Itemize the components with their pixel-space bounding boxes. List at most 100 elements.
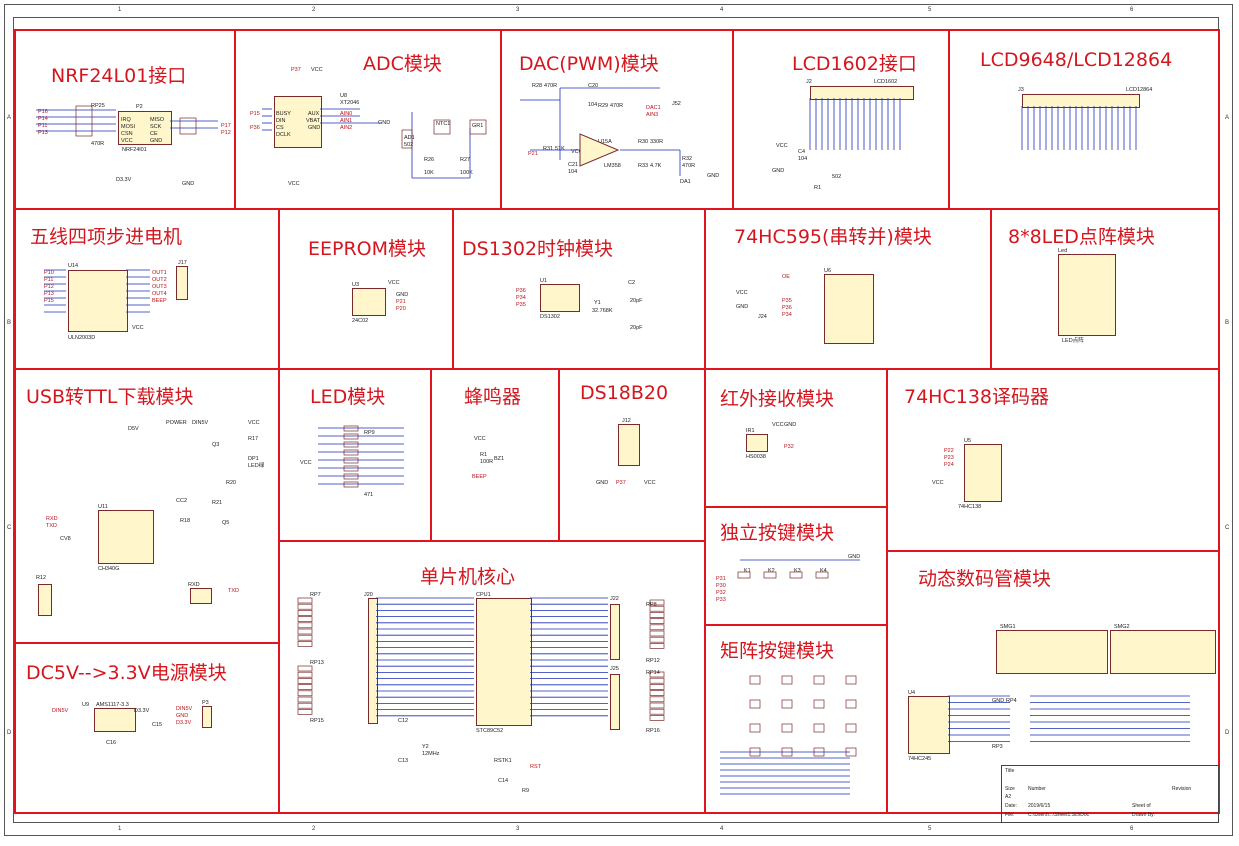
- key-p31: P31: [716, 576, 726, 582]
- core-j25-connector: [610, 674, 620, 730]
- tb-number: Number: [1028, 786, 1046, 792]
- dac-r30-val: 330R: [650, 139, 664, 145]
- core-chip: STC89C52: [476, 728, 504, 734]
- buzzer-ref: BZ1: [494, 456, 505, 462]
- col-marker-5: 5: [928, 7, 932, 13]
- led-resistor: [343, 457, 359, 464]
- block-title-core: 单片机核心: [420, 566, 516, 588]
- hc595-j24: J24: [758, 314, 767, 320]
- key-switch: [789, 571, 803, 579]
- core-rp14-res: [649, 684, 665, 690]
- nrf-resistor-pack: [75, 105, 93, 137]
- block-title-matkeys: 矩阵按键模块: [720, 640, 835, 662]
- usb-cv8: CV8: [60, 536, 71, 542]
- block-title-hc138: 74HC138译码器: [904, 386, 1049, 408]
- usb-r17: R17: [248, 436, 259, 442]
- core-rp14-res: [649, 671, 665, 678]
- usb-p5-connector: [190, 588, 212, 604]
- nrf-irq: IRQ: [121, 117, 131, 123]
- stepper-p12: P12: [44, 284, 54, 290]
- usb-q3: Q3: [212, 442, 220, 448]
- dac-c21-val: 104: [568, 169, 578, 175]
- dac-r32-val: 470R: [682, 163, 696, 169]
- row-marker-c: C: [7, 525, 12, 531]
- block-power: DC5V-->3.3V电源模块 U9 AMS1117-3.3 DIN5V D3.…: [14, 642, 280, 814]
- chip-ch340g: [98, 510, 154, 564]
- core-j22-connector: [610, 604, 620, 660]
- ds18b20-p37: P37: [616, 480, 626, 486]
- key-k3: K3: [794, 568, 801, 574]
- core-j20-connector: [368, 598, 378, 724]
- ds1302-c2: C2: [628, 280, 636, 286]
- stepper-out4-net: OUT4: [152, 291, 167, 297]
- adc-ntc: [433, 119, 451, 135]
- matrix-key: [749, 699, 761, 709]
- col-marker-2-bottom: 2: [312, 826, 316, 832]
- tb-revision: Revision: [1172, 786, 1192, 792]
- ds1302-chip: DS1302: [540, 314, 560, 320]
- dac-c20: C20: [588, 83, 599, 89]
- tb-file-val: C:\Users\...\Sheet1.SchDoc: [1028, 812, 1090, 818]
- nrf-pin-p11: P11: [38, 123, 48, 129]
- adc-ntc1: NTC1: [436, 121, 451, 127]
- led-rp9: RP9: [364, 430, 375, 436]
- opamp-symbol: [579, 133, 620, 167]
- usb-cc2: CC2: [176, 498, 188, 504]
- ds1302-ref: U1: [540, 278, 548, 284]
- usb-q5: Q5: [222, 520, 230, 526]
- block-title-seg: 动态数码管模块: [918, 568, 1052, 590]
- usb-r20: R20: [226, 480, 237, 486]
- nrf-pin-p16: P16: [38, 109, 48, 115]
- dac-r29: R29: [598, 103, 609, 109]
- led-resistor: [343, 465, 359, 472]
- core-rstk1: RSTK1: [494, 758, 512, 764]
- key-gnd: GND: [848, 554, 861, 560]
- hc138-p22: P22: [944, 448, 954, 454]
- adc-ain0: AIN0: [340, 111, 353, 117]
- core-rp7: RP7: [310, 592, 321, 598]
- usb-d5v: D5V: [128, 426, 139, 432]
- matrix-key: [781, 699, 793, 709]
- block-title-lcd12864: LCD9648/LCD12864: [980, 49, 1173, 71]
- chip-ams1117: [94, 708, 136, 732]
- buzzer-100r: 100R: [480, 459, 494, 465]
- ir-hs0038: HS0038: [746, 454, 766, 460]
- dac-r32: R32: [682, 156, 693, 162]
- chip-74hc138: [964, 444, 1002, 502]
- adc-100k: 100K: [460, 170, 473, 176]
- matrix-key: [845, 675, 857, 685]
- chip-nrf24l01: [118, 111, 172, 145]
- col-marker-4-bottom: 4: [720, 826, 724, 832]
- adc-pot: [401, 129, 413, 149]
- power-d33v: D3.3V: [134, 708, 150, 714]
- core-rp8-res: [649, 612, 665, 618]
- block-title-eeprom: EEPROM模块: [308, 238, 427, 260]
- tb-date-val: 2019/6/15: [1028, 803, 1051, 809]
- chip-74hc595: [824, 274, 874, 344]
- dac-p21: P21: [528, 151, 538, 157]
- led-resistor: [343, 433, 359, 440]
- tb-date: Date:: [1005, 803, 1017, 809]
- core-j25: J25: [610, 666, 619, 672]
- col-marker-3-bottom: 3: [516, 826, 520, 832]
- dac-r30: R30: [638, 139, 649, 145]
- block-title-buzzer: 蜂鸣器: [464, 386, 522, 408]
- ds1302-p36: P36: [516, 288, 526, 294]
- usb-usb1: R12: [36, 575, 47, 581]
- hc138-vcc: VCC: [932, 480, 944, 486]
- nrf-pin-p14: P14: [38, 116, 48, 122]
- matrix-name: LED点阵: [1062, 338, 1084, 344]
- buzzer-vcc: VCC: [474, 436, 486, 442]
- core-rp14-res: [649, 708, 665, 715]
- block-title-keys: 独立按键模块: [720, 522, 835, 544]
- col-marker-4: 4: [720, 7, 724, 13]
- usb-led: LED绿: [248, 463, 265, 469]
- core-rp14: RP14: [646, 670, 660, 676]
- power-p3-din5v: DIN5V: [176, 706, 193, 712]
- core-rp14-res: [649, 696, 665, 703]
- block-title-led: LED模块: [310, 386, 386, 408]
- power-p3: P3: [202, 700, 209, 706]
- hc138-p24: P24: [944, 462, 954, 468]
